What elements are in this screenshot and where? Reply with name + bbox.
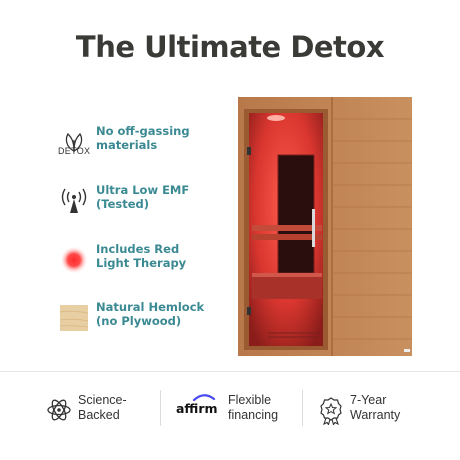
sauna-image: [238, 97, 412, 356]
affirm-logo: affirm: [176, 394, 218, 416]
benefit-warranty: 7-Year Warranty: [318, 393, 428, 433]
emf-signal-icon: [56, 183, 92, 219]
detox-caption: DETOX: [58, 146, 91, 156]
benefit-flexible-financing: affirm Flexible financing: [176, 393, 296, 433]
feature-text: Ultra Low EMF (Tested): [96, 183, 190, 211]
benefit-text: Flexible financing: [228, 393, 279, 422]
page-title: The Ultimate Detox: [75, 30, 385, 64]
feature-low-emf: Ultra Low EMF (Tested): [56, 183, 226, 223]
feature-text: Includes Red Light Therapy: [96, 242, 187, 270]
feature-natural-hemlock: Natural Hemlock (no Plywood): [56, 300, 226, 340]
benefit-text: Science- Backed: [78, 393, 127, 422]
feature-text: Natural Hemlock (no Plywood): [96, 300, 205, 328]
leaf-icon: [56, 124, 92, 160]
feature-red-light: Includes Red Light Therapy: [56, 242, 226, 282]
atom-icon: [46, 397, 72, 423]
benefit-separator: [302, 390, 303, 426]
award-ribbon-icon: [318, 397, 344, 426]
benefit-separator: [160, 390, 161, 426]
benefit-text: 7-Year Warranty: [350, 393, 401, 422]
feature-no-off-gassing: DETOX No off-gassing materials: [56, 124, 226, 164]
red-light-icon: [56, 242, 92, 278]
benefit-science-backed: Science- Backed: [46, 393, 156, 433]
wood-swatch-icon: [56, 300, 92, 336]
section-divider: [0, 371, 460, 372]
feature-text: No off-gassing materials: [96, 124, 190, 152]
